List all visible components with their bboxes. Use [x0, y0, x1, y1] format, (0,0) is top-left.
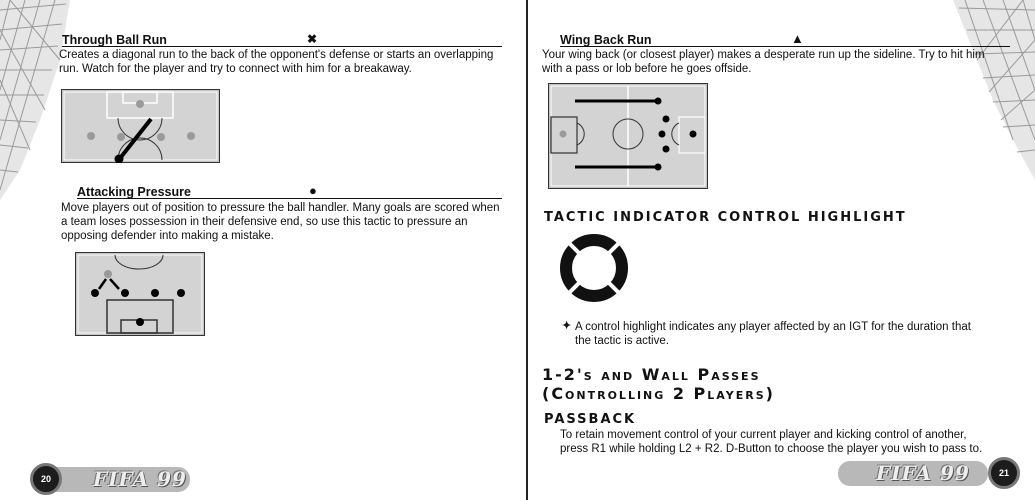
- attacking-pressure-diagram: [75, 252, 205, 336]
- fifa-99-logo-right: FIFA 99: [876, 461, 970, 485]
- wing-back-rule: [560, 46, 1010, 47]
- book-spine: [526, 0, 528, 500]
- attacking-pressure-heading: Attacking Pressure: [77, 185, 191, 199]
- left-page: Through Ball Run ✖ Creates a diagonal ru…: [0, 0, 502, 495]
- passback-text: To retain movement control of your curre…: [560, 429, 983, 455]
- through-ball-diagram: [61, 89, 220, 163]
- wing-back-heading: Wing Back Run: [560, 33, 652, 47]
- control-highlight-ring-icon: [560, 234, 628, 302]
- through-ball-heading: Through Ball Run: [62, 33, 167, 47]
- footer-bar-right: [838, 461, 988, 486]
- circle-symbol-icon: ●: [309, 183, 317, 198]
- attacking-pressure-rule: [77, 198, 502, 199]
- wing-back-text: Your wing back (or closest player) makes…: [542, 49, 985, 75]
- goal-net-decoration-right: [953, 0, 1035, 180]
- passback-heading: Passback: [544, 412, 637, 427]
- goal-net-decoration-left: [0, 0, 70, 200]
- footer-bar-left: [40, 467, 190, 492]
- page-number-right: 21: [988, 457, 1020, 489]
- right-page: Wing Back Run ▲ Your wing back (or close…: [528, 0, 1035, 500]
- tactic-highlight-text: A control highlight indicates any player…: [575, 321, 971, 347]
- fifa-99-logo: FIFA 99: [93, 467, 187, 491]
- wall-passes-heading-line1: 1-2's and Wall Passes: [542, 365, 761, 384]
- bullet-star-icon: ✦: [562, 320, 572, 332]
- tactic-highlight-heading: Tactic Indicator Control Highlight: [544, 210, 907, 225]
- wing-back-diagram: [548, 83, 708, 189]
- through-ball-rule: [62, 46, 502, 47]
- cross-symbol-icon: ✖: [307, 32, 318, 46]
- triangle-symbol-icon: ▲: [791, 31, 804, 46]
- attacking-pressure-text: Move players out of position to pressure…: [61, 202, 500, 242]
- through-ball-text: Creates a diagonal run to the back of th…: [59, 49, 494, 75]
- page-number-left: 20: [30, 463, 62, 495]
- wall-passes-heading-line2: (Controlling 2 Players): [542, 384, 775, 403]
